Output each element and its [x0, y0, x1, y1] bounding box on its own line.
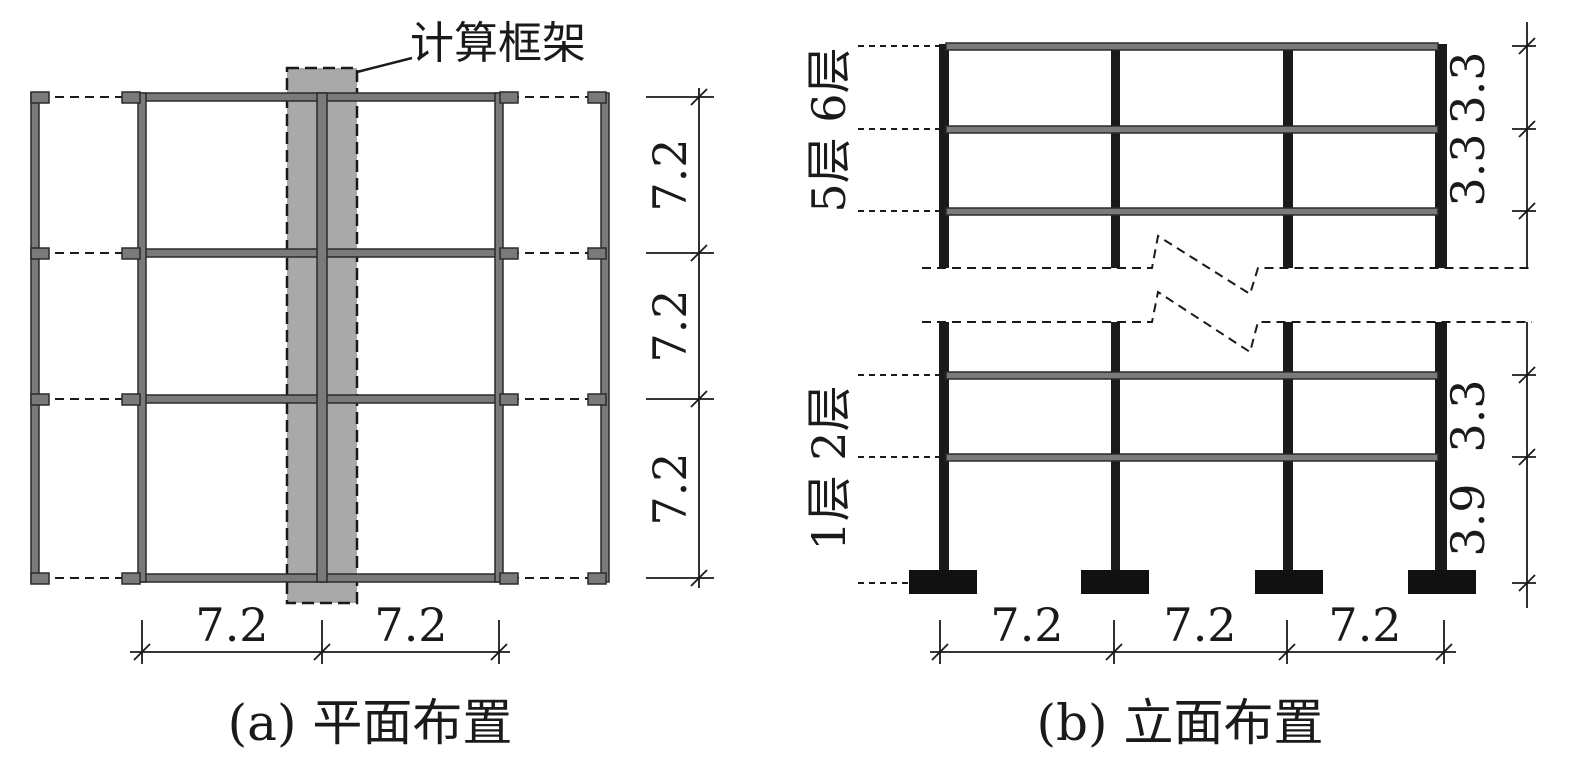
plan-span-x-2: 7.2 [374, 598, 447, 652]
elevation-dimension-x [930, 620, 1456, 664]
plan-span-y-2: 7.2 [643, 289, 697, 362]
elevation-height-6: 3.3 [1441, 51, 1495, 124]
elevation-level-lines [858, 45, 942, 584]
elevation-height-5: 3.3 [1441, 133, 1495, 206]
elevation-caption: (b) 立面布置 [1037, 694, 1324, 752]
elevation-dimension-y [1512, 22, 1536, 608]
elevation-view: 7.2 7.2 7.2 3.3 3.3 3.3 3.9 5层 6层 1层 2层 … [802, 22, 1536, 752]
plan-span-x-1: 7.2 [195, 598, 268, 652]
elevation-footings [909, 570, 1476, 594]
elevation-upper-beams [945, 42, 1439, 216]
elevation-break-lines [922, 234, 1532, 354]
elevation-upper-columns [939, 44, 1447, 268]
storey-label-top: 5层 6层 [802, 47, 856, 212]
plan-dimension-x [130, 620, 510, 664]
elevation-height-1: 3.9 [1441, 483, 1495, 556]
plan-dimension-y [646, 88, 714, 588]
plan-column-stubs [30, 91, 607, 585]
elevation-lower-columns [939, 322, 1447, 574]
callout-label: 计算框架 [410, 18, 586, 69]
elevation-span-x-1: 7.2 [990, 598, 1063, 652]
elevation-span-x-3: 7.2 [1328, 598, 1401, 652]
plan-caption: (a) 平面布置 [228, 694, 513, 752]
plan-span-y-1: 7.2 [643, 138, 697, 211]
callout-leader [356, 56, 413, 74]
elevation-span-x-2: 7.2 [1163, 598, 1236, 652]
plan-columns-lines [30, 92, 610, 583]
storey-label-bottom: 1层 2层 [802, 385, 856, 550]
plan-view: 计算框架 7.2 7.2 7.2 7.2 7.2 (a) 平面 [30, 18, 714, 752]
elevation-height-2: 3.3 [1441, 379, 1495, 452]
plan-span-y-3: 7.2 [643, 452, 697, 525]
elevation-lower-beams [945, 371, 1439, 462]
